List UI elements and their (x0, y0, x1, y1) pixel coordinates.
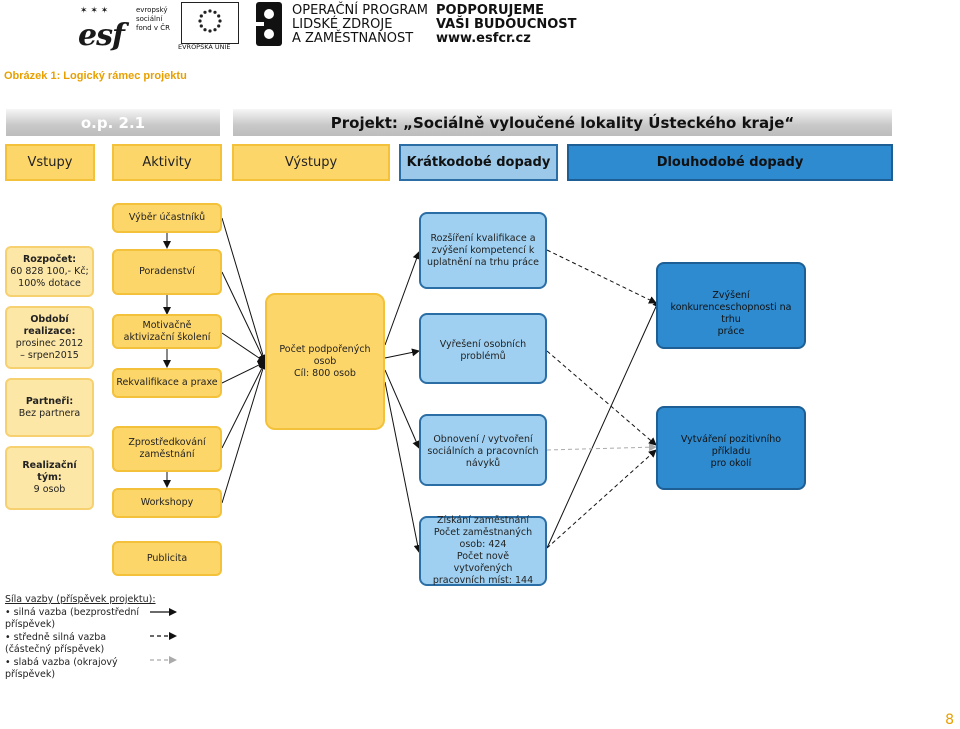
activity-requalification: Rekvalifikace a praxe (112, 368, 222, 398)
impact-line: návyků (465, 458, 501, 469)
input-team: Realizační tým: 9 osob (5, 446, 94, 510)
esf-line: evropský (136, 6, 168, 14)
esf-logo: ✶ ✶ ✶ esf evropský sociální fond v ČR EV… (78, 2, 239, 53)
legend-title: Síla vazby (příspěvek projektu): (5, 594, 156, 605)
op-label-bar: o.p. 2.1 (6, 109, 220, 136)
short-term-employment: Získání zaměstnání Počet zaměstnaných os… (419, 515, 547, 586)
long-term-positive-example: Vytváření pozitivního příkladu pro okolí (656, 406, 806, 490)
op-program-name: OPERAČNÍ PROGRAM LIDSKÉ ZDROJE A ZAMĚSTN… (292, 4, 428, 46)
esf-text: evropský sociální fond v ČR (136, 6, 170, 33)
column-label: Vstupy (27, 155, 73, 170)
op-logo: OPERAČNÍ PROGRAM LIDSKÉ ZDROJE A ZAMĚSTN… (254, 0, 577, 50)
activity-participant-selection: Výběr účastníků (112, 203, 222, 233)
output-line: Cíl: 800 osob (294, 367, 356, 379)
website-link[interactable]: www.esfcr.cz (436, 31, 531, 46)
activity-workshops: Workshopy (112, 488, 222, 518)
input-budget: Rozpočet: 60 828 100,- Kč; 100% dotace (5, 246, 94, 297)
activity-label: Motivačně aktivizační školení (123, 319, 211, 343)
activity-counseling: Poradenství (112, 249, 222, 295)
impact-line: Vyřešení osobních (439, 339, 527, 350)
impact-line: zvýšení kompetencí k (431, 244, 535, 256)
op-puzzle-icon (256, 2, 282, 46)
impact-line: sociálních a pracovních (427, 446, 539, 457)
impact-line: Rozšíření kvalifikace a (430, 232, 536, 244)
input-line: – srpen2015 (20, 349, 79, 361)
op-line: LIDSKÉ ZDROJE (292, 17, 393, 32)
project-title-bar: Projekt: „Sociálně vyloučené lokality Ús… (233, 109, 892, 136)
input-line: 60 828 100,- Kč; (10, 265, 89, 277)
esf-line: fond v ČR (136, 24, 170, 32)
input-partners: Partneři: Bez partnera (5, 378, 94, 437)
esf-line: sociální (136, 15, 163, 23)
input-title: Partneři: (25, 395, 74, 407)
impact-line: problémů (460, 351, 506, 362)
slogan: PODPORUJEME VAŠI BUDOUCNOST www.esfcr.cz (436, 4, 577, 46)
short-term-personal-problems: Vyřešení osobních problémů (419, 313, 547, 384)
input-line: Bez partnera (18, 407, 81, 419)
impact-line: pracovních míst: 144 (432, 575, 534, 586)
page-number: 8 (945, 712, 954, 728)
long-term-competitiveness: Zvýšení konkurenceschopnosti na trhu prá… (656, 262, 806, 349)
activity-label: Publicita (146, 552, 188, 564)
impact-line: Počet zaměstnaných (433, 527, 533, 538)
input-title: Rozpočet: (22, 253, 77, 265)
activity-publicity: Publicita (112, 541, 222, 576)
op-line: A ZAMĚSTNANOST (292, 31, 414, 46)
activity-motivation-training: Motivačně aktivizační školení (112, 314, 222, 349)
esf-stars-icon: ✶ ✶ ✶ (80, 6, 109, 16)
column-label: Dlouhodobé dopady (656, 155, 804, 170)
legend-item-weak: • slabá vazba (okrajový příspěvek) (5, 656, 118, 681)
short-term-habits: Obnovení / vytvoření sociálních a pracov… (419, 414, 547, 486)
activity-job-placement: Zprostředkování zaměstnání (112, 426, 222, 472)
column-label: Aktivity (142, 155, 192, 170)
legend-item-strong: • silná vazba (bezprostřední příspěvek) (5, 606, 140, 631)
impact-line: uplatnění na trhu práce (427, 256, 539, 268)
activity-label: Zprostředkování zaměstnání (128, 437, 206, 460)
column-header-short-term: Krátkodobé dopady (399, 144, 558, 181)
esf-letters: esf (78, 18, 125, 53)
legend: Síla vazby (příspěvek projektu): • silná… (5, 594, 185, 682)
impact-line: pro okolí (710, 458, 752, 469)
output-supported-persons: Počet podpořených osob Cíl: 800 osob (265, 293, 385, 430)
slogan-line: PODPORUJEME (436, 3, 545, 18)
activity-label: Rekvalifikace a praxe (116, 377, 218, 388)
impact-line: Počet nově vytvořených (453, 551, 513, 574)
impact-line: Obnovení / vytvoření (433, 434, 533, 445)
project-title: Projekt: „Sociálně vyloučené lokality Ús… (330, 113, 795, 132)
eu-flag-icon (181, 2, 239, 44)
impact-line: Vytváření pozitivního příkladu (680, 434, 782, 457)
activity-label: Výběr účastníků (128, 212, 206, 223)
output-line: Počet podpořených osob (279, 343, 371, 367)
column-header-outputs: Výstupy (232, 144, 390, 181)
op-line: OPERAČNÍ PROGRAM (292, 3, 429, 18)
impact-line: práce (717, 326, 745, 337)
column-header-long-term: Dlouhodobé dopady (567, 144, 893, 181)
impact-line: konkurenceschopnosti na trhu (670, 302, 792, 325)
input-line: 100% dotace (18, 277, 81, 289)
column-header-inputs: Vstupy (5, 144, 95, 181)
slogan-line: VAŠI BUDOUCNOST (436, 17, 577, 32)
activity-label: Poradenství (139, 266, 195, 277)
column-header-activities: Aktivity (112, 144, 222, 181)
impact-line: Zvýšení (712, 290, 750, 301)
short-term-qualification: Rozšíření kvalifikace a zvýšení kompeten… (419, 212, 547, 289)
column-label: Výstupy (284, 155, 338, 170)
column-label: Krátkodobé dopady (406, 155, 551, 170)
activity-label: Workshopy (140, 497, 194, 508)
op-label: o.p. 2.1 (80, 113, 146, 132)
eu-label: EVROPSKÁ UNIE (178, 43, 231, 51)
input-title: Období realizace: (23, 313, 76, 337)
input-line: prosinec 2012 (15, 337, 84, 349)
impact-line: osob: 424 (459, 539, 507, 550)
input-period: Období realizace: prosinec 2012 – srpen2… (5, 306, 94, 369)
figure-caption: Obrázek 1: Logický rámec projektu (4, 70, 187, 82)
impact-line: Získání zaměstnání (436, 515, 530, 526)
input-line: 9 osob (33, 484, 66, 495)
input-title: Realizační tým: (22, 460, 77, 483)
legend-item-medium: • středně silná vazba (částečný příspěve… (5, 631, 107, 656)
